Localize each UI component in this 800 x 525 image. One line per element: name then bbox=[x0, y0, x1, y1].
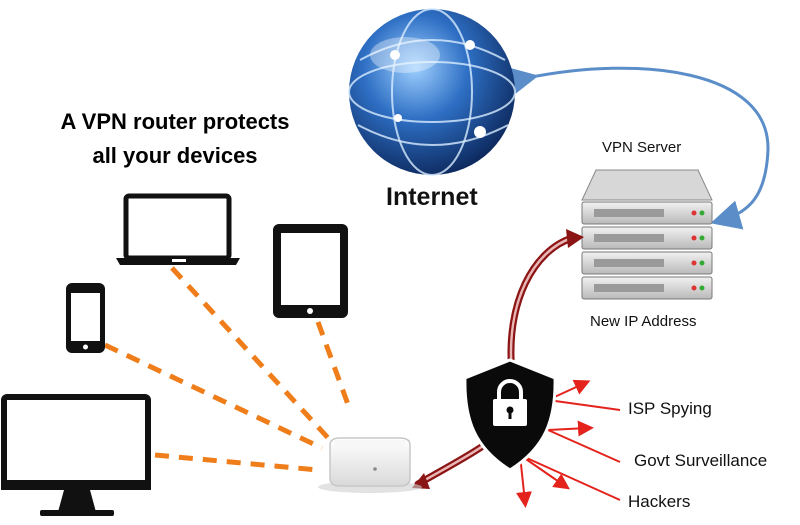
vpn-server-icon bbox=[581, 169, 713, 300]
headline: A VPN router protects all your devices bbox=[30, 105, 320, 173]
internet-link-arrow bbox=[506, 66, 770, 230]
headline-line-1: A VPN router protects bbox=[60, 109, 290, 134]
shield-lock-icon bbox=[463, 358, 557, 472]
threat-label-isp: ISP Spying bbox=[628, 399, 712, 418]
vpn-server-label: VPN Server bbox=[602, 139, 682, 156]
globe-icon bbox=[348, 8, 516, 176]
threat-label-govt: Govt Surveillance bbox=[634, 451, 768, 470]
laptop-icon bbox=[116, 193, 240, 265]
phone-icon bbox=[66, 283, 105, 353]
vpn-router-icon bbox=[318, 437, 422, 493]
threat-arrows bbox=[515, 379, 621, 508]
device-links bbox=[103, 266, 353, 473]
tablet-icon bbox=[273, 224, 348, 318]
threat-label-hackers: Hackers bbox=[628, 492, 691, 511]
headline-line-2: all your devices bbox=[92, 143, 258, 168]
new-ip-label: New IP Address bbox=[590, 313, 697, 330]
desktop-monitor-icon bbox=[1, 394, 151, 516]
internet-label: Internet bbox=[386, 183, 478, 211]
